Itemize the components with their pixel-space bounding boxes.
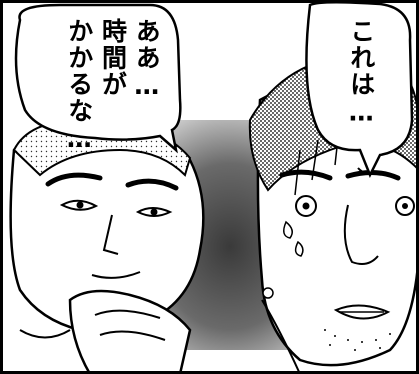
right-speech-bubble xyxy=(305,0,414,179)
left-character xyxy=(9,118,205,374)
left-speech-bubble xyxy=(14,3,182,154)
left-bubble-line-1: ああ… xyxy=(132,18,162,102)
left-bubble-line-2: 時間が xyxy=(98,18,128,98)
left-bubble-text: ああ… 時間が かかるな… xyxy=(62,18,163,155)
left-bubble-line-3: かかるな… xyxy=(64,18,94,155)
right-bubble-text: これは… xyxy=(346,18,376,128)
